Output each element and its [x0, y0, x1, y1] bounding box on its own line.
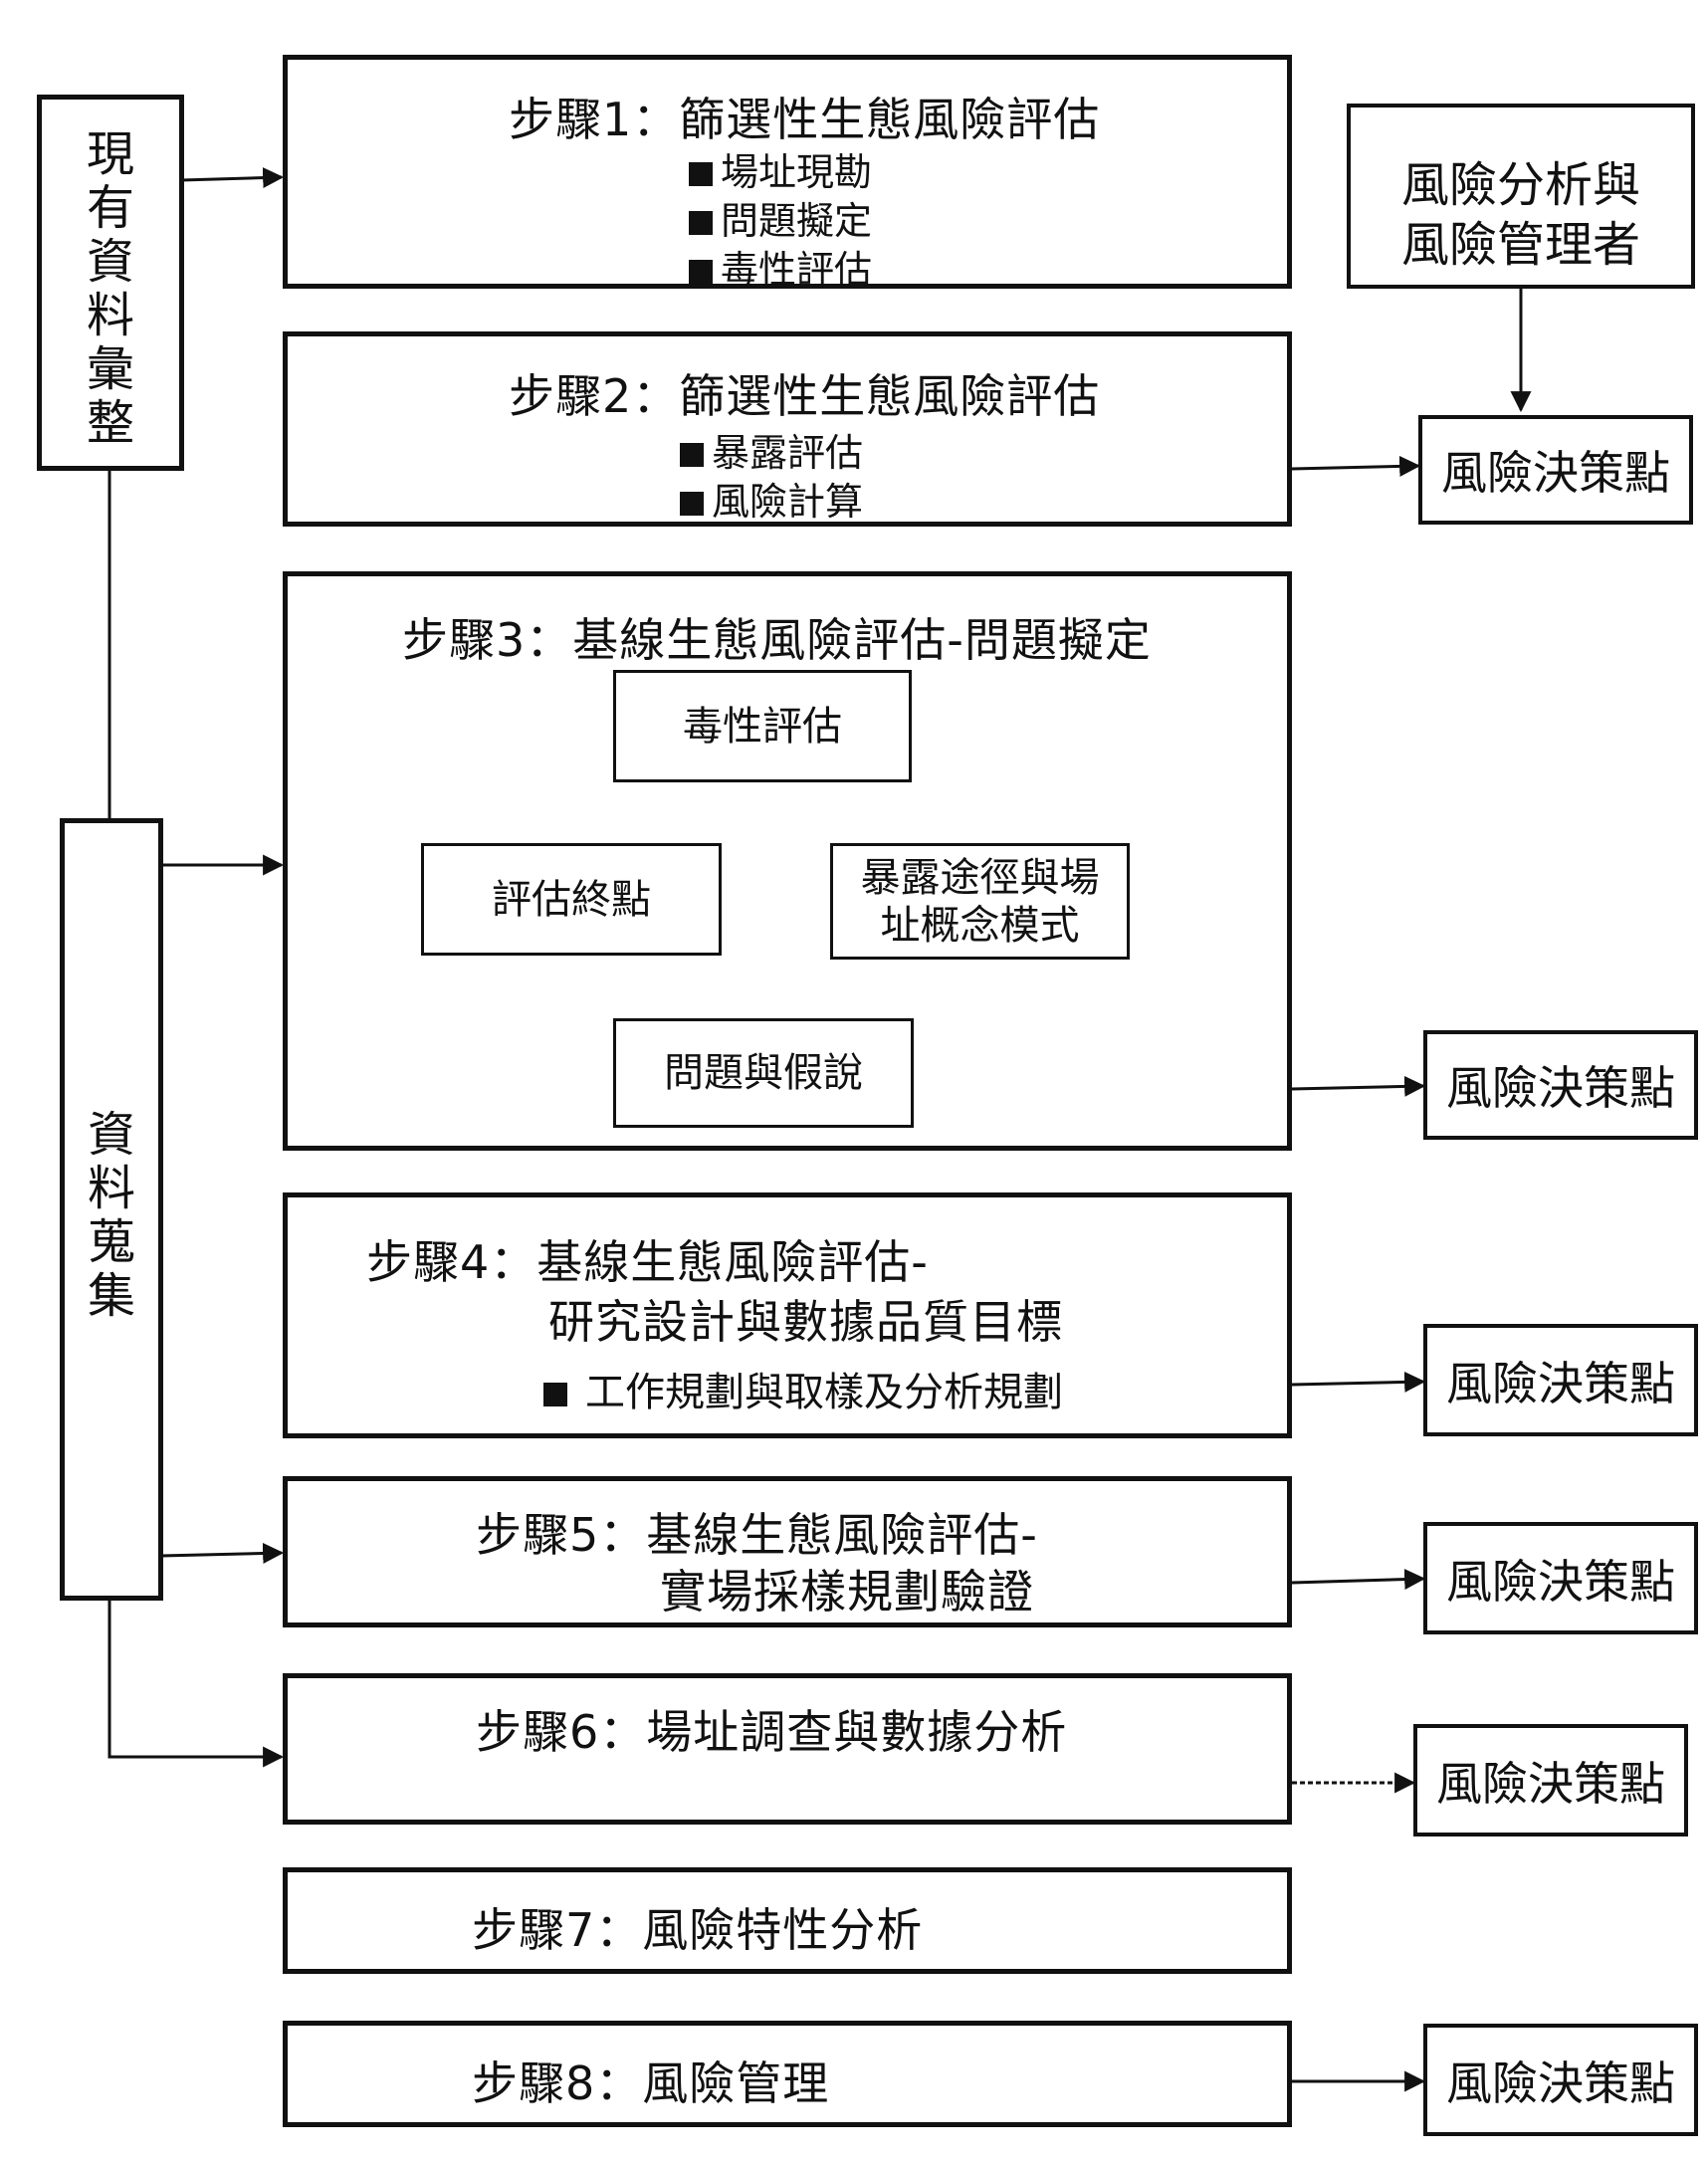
step5-box: 步驟5：基線生態風險評估- 實場採樣規劃驗證 [283, 1476, 1292, 1627]
step2-item-2: 風險計算 [680, 471, 863, 526]
decision-point-step2: 風險決策點 [1418, 415, 1693, 525]
step1-box: 步驟1：篩選性生態風險評估 場址現勘 問題擬定 毒性評估 [283, 55, 1292, 292]
step2-title: 步驟2：篩選性生態風險評估 [509, 369, 1101, 423]
bullet-square-icon [689, 260, 713, 284]
step6-title: 步驟6：場址調查與數據分析 [476, 1705, 1068, 1759]
decision-point-step6: 風險決策點 [1413, 1724, 1688, 1837]
step4-item: 工作規劃與取樣及分析規劃 [543, 1360, 1063, 1417]
existing-data-box: 現有資料彙整 [37, 95, 184, 471]
arrow-collection-to-step6 [107, 1598, 285, 1768]
exposure-model-line2: 址概念模式 [880, 902, 1080, 949]
exposure-model-line1: 暴露途徑與場 [860, 854, 1100, 901]
step5-title-line1: 步驟5：基線生態風險評估- [476, 1508, 1038, 1562]
toxicity-assessment-box: 毒性評估 [613, 670, 912, 782]
decision-point-step4: 風險決策點 [1423, 1324, 1698, 1436]
risk-manager-box: 風險分析與 風險管理者 [1347, 104, 1695, 289]
step1-item-2: 問題擬定 [689, 190, 872, 245]
step7-title: 步驟7：風險特性分析 [472, 1903, 924, 1957]
bullet-square-icon [680, 492, 704, 516]
bullet-square-icon [543, 1383, 567, 1406]
risk-manager-line1: 風險分析與 [1400, 157, 1640, 213]
data-collection-box: 資料蒐集 [60, 818, 163, 1601]
step6-box: 步驟6：場址調查與數據分析 [283, 1673, 1292, 1825]
risk-manager-line2: 風險管理者 [1400, 217, 1640, 273]
arrow-step3-to-decision [1291, 1075, 1426, 1097]
questions-hypotheses-box: 問題與假說 [613, 1018, 914, 1128]
decision-point-step3: 風險決策點 [1423, 1030, 1698, 1140]
step3-title: 步驟3：基線生態風險評估-問題擬定 [402, 613, 1152, 667]
step8-box: 步驟8：風險管理 [283, 2021, 1292, 2127]
arrow-step5-to-decision [1291, 1569, 1426, 1591]
bullet-square-icon [689, 211, 713, 235]
step4-title-line1: 步驟4：基線生態風險評估- [366, 1235, 929, 1289]
step4-title-line2: 研究設計與數據品質目標 [548, 1295, 1063, 1349]
arrow-step2-to-decision [1291, 455, 1421, 477]
decision-point-step8: 風險決策點 [1423, 2024, 1698, 2136]
step1-item-1: 場址現勘 [689, 141, 872, 196]
data-collection-label: 資料蒐集 [87, 1107, 135, 1324]
existing-data-label: 現有資料彙整 [86, 126, 134, 451]
step7-box: 步驟7：風險特性分析 [283, 1867, 1292, 1974]
arrow-step4-to-decision [1291, 1371, 1426, 1393]
step1-title: 步驟1：篩選性生態風險評估 [509, 93, 1101, 146]
step8-title: 步驟8：風險管理 [472, 2056, 830, 2110]
assessment-endpoint-box: 評估終點 [421, 843, 722, 956]
arrow-existing-to-step1 [180, 167, 285, 189]
step5-title-line2: 實場採樣規劃驗證 [660, 1565, 1034, 1619]
arrow-collection-to-step5 [160, 1542, 285, 1564]
decision-point-step5: 風險決策點 [1423, 1522, 1698, 1634]
bullet-square-icon [689, 162, 713, 186]
step1-item-3: 毒性評估 [689, 239, 872, 294]
step2-item-1: 暴露評估 [680, 422, 863, 477]
step2-box: 步驟2：篩選性生態風險評估 暴露評估 風險計算 [283, 331, 1292, 527]
bullet-square-icon [680, 443, 704, 467]
step4-box: 步驟4：基線生態風險評估- 研究設計與數據品質目標 工作規劃與取樣及分析規劃 [283, 1192, 1292, 1438]
exposure-model-box: 暴露途徑與場 址概念模式 [830, 843, 1130, 960]
